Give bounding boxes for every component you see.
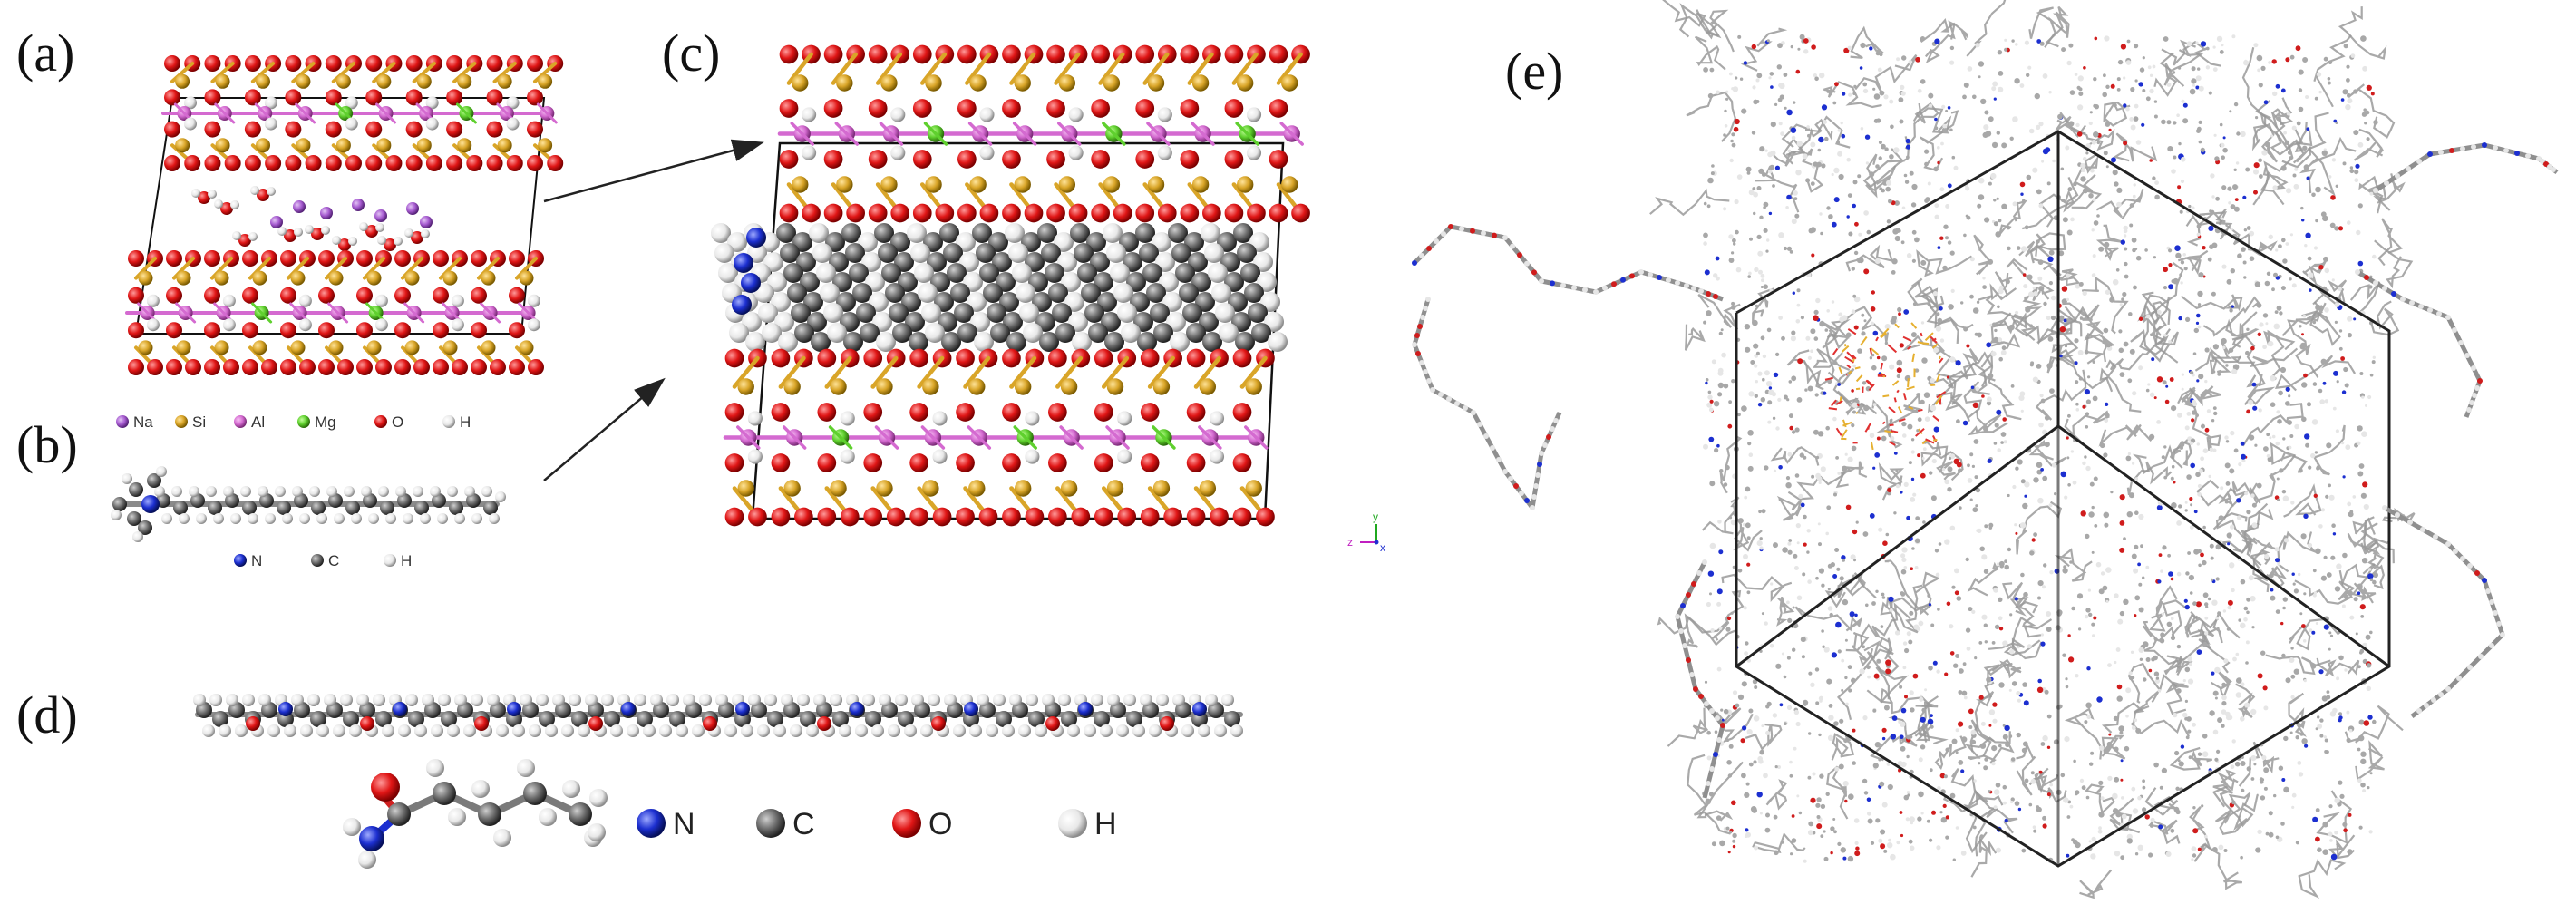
- legend-a-o: O: [392, 413, 403, 431]
- panel-b-surfactant-chain: [111, 466, 506, 542]
- panel-label-a: (a): [16, 24, 74, 83]
- panel-label-b: (b): [16, 415, 78, 474]
- panel-label-d: (d): [16, 686, 78, 744]
- legend-d-h: H: [1094, 807, 1117, 841]
- panel-a-clay-structure: [125, 55, 564, 375]
- legend-a-al: Al: [251, 413, 265, 431]
- arrow-a-to-c: [543, 139, 764, 203]
- panel-c-bottom-layer: [723, 348, 1275, 527]
- panel-c-intercalated-structure: [711, 44, 1310, 527]
- axis-x-label: x: [1380, 541, 1385, 554]
- axis-triad: y z x: [1347, 510, 1385, 554]
- panel-a-bottom-layer: [125, 250, 544, 375]
- legend-b-h: H: [401, 552, 412, 569]
- panel-e-box-edges: [1735, 130, 2391, 868]
- legend-a-h: H: [460, 413, 471, 431]
- panel-d-polymer-chain: [193, 694, 1243, 737]
- panel-d-monomer-molecule: [343, 759, 608, 869]
- legend-d-c: C: [792, 807, 815, 841]
- panel-a-interlayer: [191, 186, 433, 251]
- panel-c-surfactant-layer: [711, 223, 1288, 352]
- legend-b-n: N: [251, 552, 262, 569]
- legend-a: Na Si Al Mg O H: [116, 413, 471, 431]
- panel-c-top-layer: [777, 44, 1310, 223]
- legend-d-n: N: [673, 807, 695, 841]
- panel-e-front-chains: [1412, 142, 2559, 799]
- axis-x-dot: [1374, 540, 1379, 545]
- axis-y-label: y: [1373, 510, 1378, 523]
- legend-a-si: Si: [192, 413, 206, 431]
- panel-label-e: (e): [1505, 42, 1563, 101]
- legend-d-o: O: [928, 807, 952, 841]
- panel-e-simulation-box: [1412, 0, 2559, 899]
- arrow-b-to-c: [543, 377, 666, 481]
- panel-a-top-layer: [161, 55, 564, 171]
- legend-a-mg: Mg: [315, 413, 336, 431]
- legend-a-na: Na: [133, 413, 153, 431]
- axis-z-label: z: [1347, 536, 1353, 549]
- panel-e-polymer-cloud: [1649, 0, 2416, 899]
- legend-b-c: C: [328, 552, 339, 569]
- panel-label-c: (c): [662, 24, 720, 83]
